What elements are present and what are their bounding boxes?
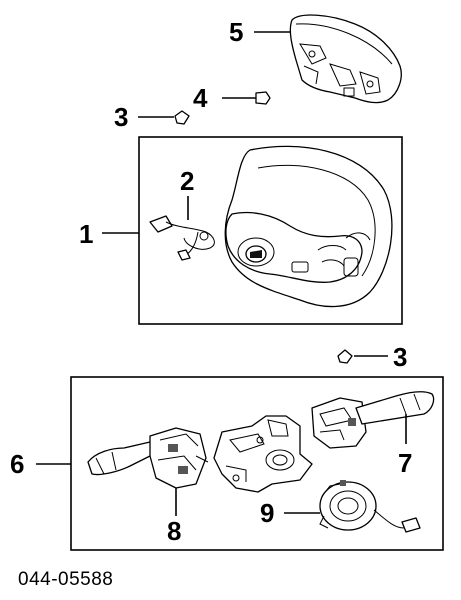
horn-wire-part [149, 196, 215, 261]
callout-9: 9 [260, 498, 274, 528]
steering-wheel-part [224, 145, 393, 308]
nut-part-mid [337, 349, 388, 364]
callout-8: 8 [167, 516, 181, 546]
spiral-cable-part [319, 480, 421, 533]
bolt-part [222, 91, 271, 105]
callout-1: 1 [79, 219, 93, 249]
airbag-module-part [289, 14, 402, 104]
diagram-code: 044-05588 [18, 569, 113, 590]
turn-signal-switch-part [87, 427, 209, 489]
callout-4: 4 [193, 83, 208, 113]
callout-7: 7 [398, 448, 412, 478]
switch-housing-part [213, 415, 313, 493]
callout-3-mid: 3 [393, 342, 407, 372]
callout-3-top: 3 [114, 102, 128, 132]
wiper-switch-part [311, 391, 435, 449]
callout-6: 6 [10, 449, 24, 479]
callout-2: 2 [180, 166, 194, 196]
steering-wheel-group-box [138, 136, 403, 325]
callout-5: 5 [229, 17, 243, 47]
nut-part-top [138, 110, 190, 125]
